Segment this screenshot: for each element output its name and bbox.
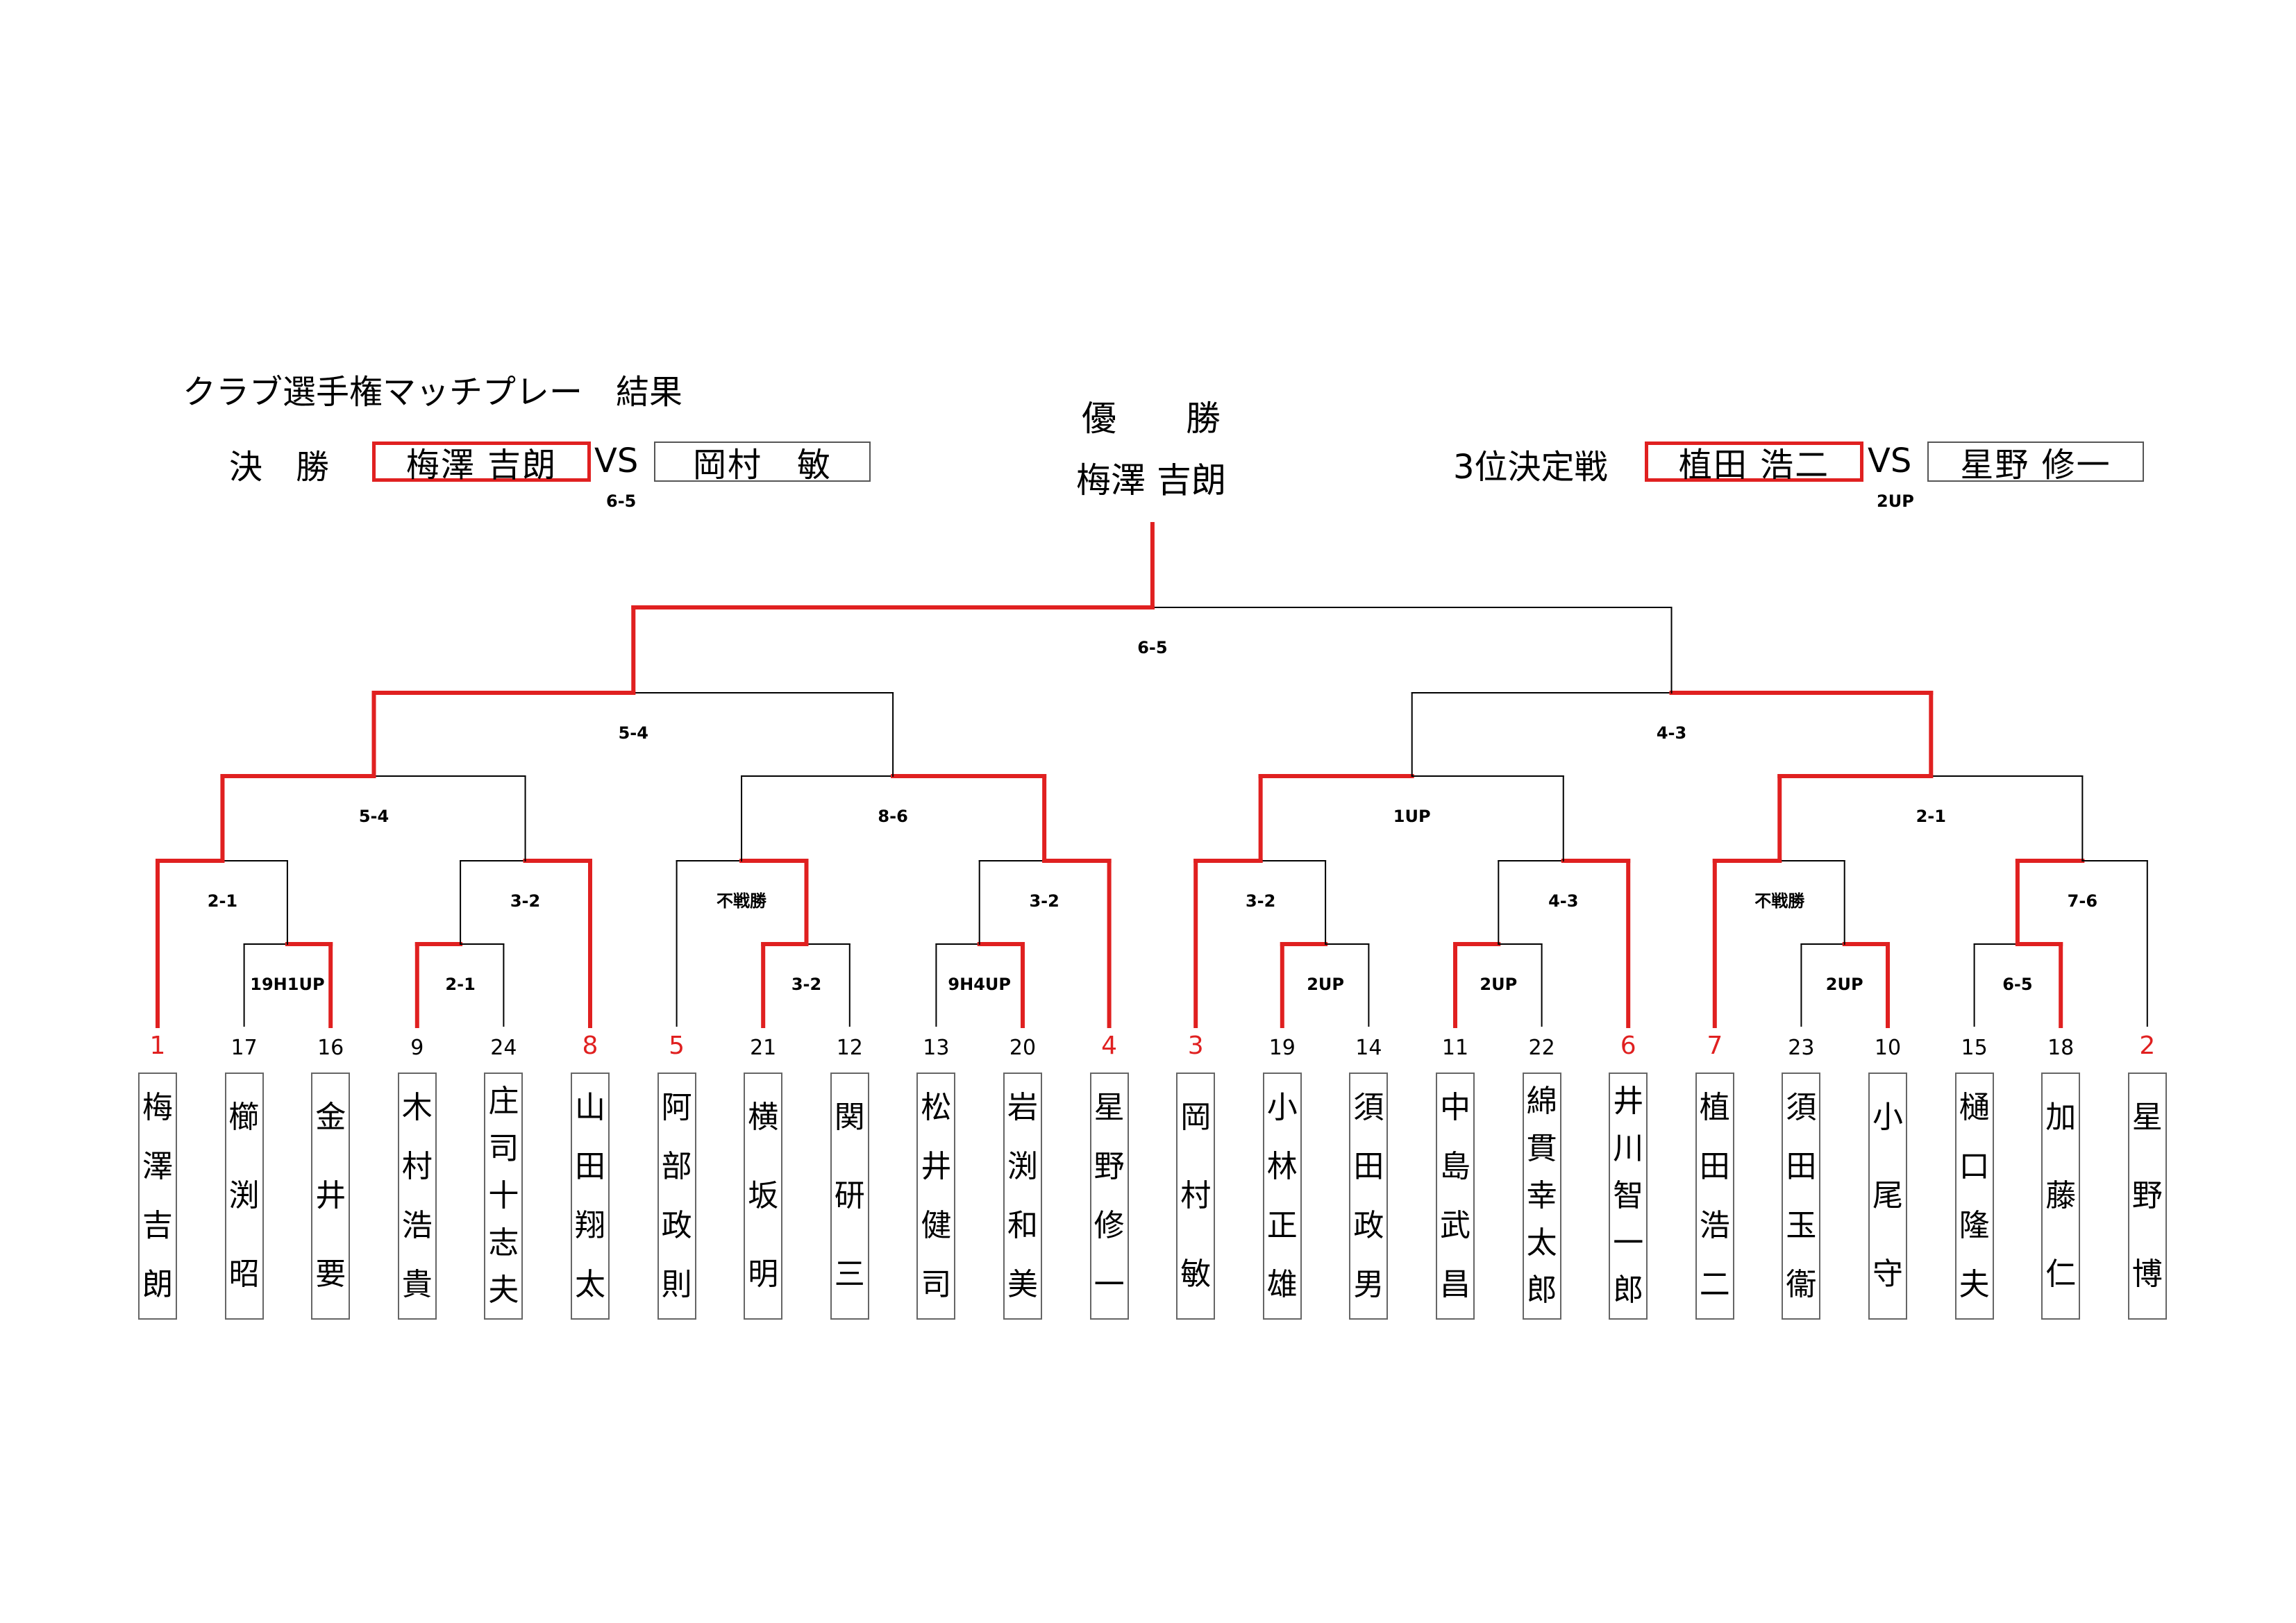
player-name-box: 関研三 <box>830 1073 869 1320</box>
seed-number: 15 <box>1961 1036 1988 1060</box>
player-name-box: 須田政男 <box>1349 1073 1389 1320</box>
match-score: 6-5 <box>2002 975 2032 994</box>
seed-number: 5 <box>669 1032 685 1060</box>
seed-number: 6 <box>1620 1032 1636 1060</box>
seed-number: 8 <box>582 1032 598 1060</box>
seed-number: 16 <box>317 1036 344 1060</box>
player-name-box: 中島武昌 <box>1436 1073 1475 1320</box>
seed-number: 13 <box>923 1036 950 1060</box>
match-score: 5-4 <box>619 723 648 743</box>
match-score: 4-3 <box>1548 891 1578 911</box>
match-score: 2UP <box>1826 975 1863 994</box>
final-loser-box: 岡村 敏 <box>654 442 871 485</box>
player-name-box: 阿部政則 <box>657 1073 696 1320</box>
match-score: 3-2 <box>510 891 540 911</box>
match-score: 6-5 <box>1137 638 1167 657</box>
seed-number: 7 <box>1707 1032 1723 1060</box>
third-place-label: 3位決定戦 <box>1453 448 1608 487</box>
champion-name: 梅澤 吉朗 <box>1076 460 1226 501</box>
seed-number: 17 <box>231 1036 258 1060</box>
match-score: 2-1 <box>1916 807 1946 826</box>
player-name-box: 星野博 <box>2127 1073 2167 1320</box>
match-score: 不戦勝 <box>1754 891 1805 911</box>
match-score: 4-3 <box>1657 723 1686 743</box>
seed-number: 18 <box>2047 1036 2075 1060</box>
player-name-box: 岡村敏 <box>1176 1073 1216 1320</box>
seed-number: 11 <box>1441 1036 1469 1060</box>
seed-number: 22 <box>1528 1036 1555 1060</box>
seed-number: 9 <box>410 1036 424 1060</box>
player-name-box: 梅澤吉朗 <box>138 1073 177 1320</box>
match-score: 8-6 <box>878 807 907 826</box>
player-name-box: 櫛渕昭 <box>224 1073 264 1320</box>
player-name-box: 小尾守 <box>1868 1073 1907 1320</box>
seed-number: 3 <box>1187 1032 1204 1060</box>
seed-number: 14 <box>1355 1036 1382 1060</box>
seed-number: 20 <box>1009 1036 1037 1060</box>
final-vs: VS <box>594 442 639 480</box>
match-score: 7-6 <box>2068 891 2097 911</box>
third-place-loser-box: 星野 修一 <box>1927 442 2144 485</box>
third-place-winner-box: 植田 浩二 <box>1645 442 1863 485</box>
match-score: 2UP <box>1480 975 1517 994</box>
match-score: 2-1 <box>208 891 237 911</box>
match-score: 2-1 <box>445 975 475 994</box>
match-score: 2UP <box>1307 975 1344 994</box>
match-score: 3-2 <box>1029 891 1059 911</box>
final-score: 6-5 <box>606 491 637 511</box>
player-name-box: 木村浩貴 <box>397 1073 437 1320</box>
seed-number: 2 <box>2139 1032 2156 1060</box>
player-name-box: 松井健司 <box>916 1073 956 1320</box>
match-score: 5-4 <box>359 807 389 826</box>
seed-number: 4 <box>1101 1032 1118 1060</box>
player-name-box: 庄司十志夫 <box>484 1073 523 1320</box>
champion-label: 優 勝 <box>1082 398 1221 439</box>
seed-number: 19 <box>1268 1036 1296 1060</box>
player-name-box: 植田浩二 <box>1695 1073 1734 1320</box>
player-name-box: 星野修一 <box>1089 1073 1129 1320</box>
seed-number: 24 <box>490 1036 517 1060</box>
final-label: 決 勝 <box>229 448 330 487</box>
player-name-box: 山田翔太 <box>571 1073 610 1320</box>
player-name-box: 横坂明 <box>744 1073 783 1320</box>
player-name-box: 金井要 <box>311 1073 351 1320</box>
player-name-box: 須田玉衞 <box>1782 1073 1821 1320</box>
match-score: 9H4UP <box>948 975 1011 994</box>
seed-number: 23 <box>1788 1036 1815 1060</box>
match-score: 1UP <box>1393 807 1431 826</box>
player-name-box: 綿貫幸太郎 <box>1522 1073 1561 1320</box>
seed-number: 21 <box>750 1036 777 1060</box>
seed-number: 10 <box>1874 1036 1902 1060</box>
player-name-box: 加藤仁 <box>2041 1073 2081 1320</box>
third-place-score: 2UP <box>1877 491 1914 511</box>
match-score: 3-2 <box>791 975 821 994</box>
match-score: 3-2 <box>1246 891 1275 911</box>
player-name-box: 樋口隆夫 <box>1954 1073 1994 1320</box>
final-winner-box: 梅澤 吉朗 <box>372 442 591 485</box>
player-name-box: 岩渕和美 <box>1003 1073 1042 1320</box>
seed-number: 12 <box>836 1036 863 1060</box>
player-name-box: 小林正雄 <box>1262 1073 1302 1320</box>
third-place-vs: VS <box>1868 442 1912 480</box>
page-title: クラブ選手権マッチプレー 結果 <box>183 373 683 412</box>
player-name-box: 井川智一郎 <box>1609 1073 1648 1320</box>
match-score: 不戦勝 <box>717 891 767 911</box>
match-score: 19H1UP <box>250 975 324 994</box>
seed-number: 1 <box>149 1032 166 1060</box>
